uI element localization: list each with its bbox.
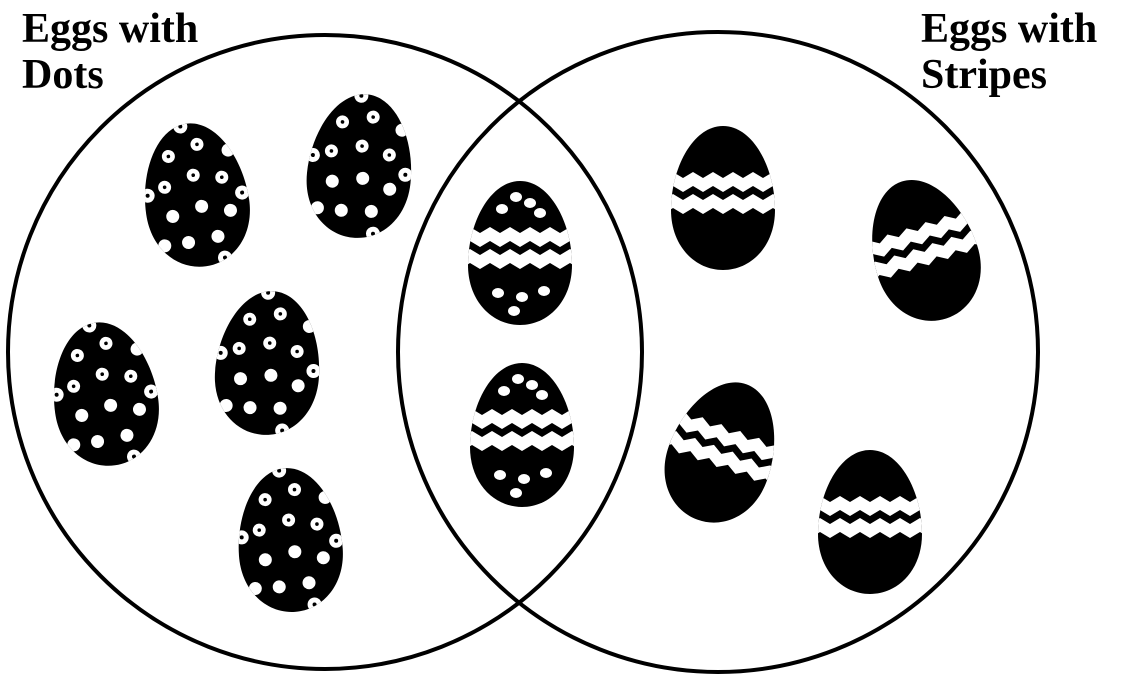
egg-dots-1 [131,111,259,275]
eggs-layer [40,84,1003,617]
egg-both-1 [460,181,580,325]
egg-dots-5 [230,459,348,616]
set-label-stripes: Eggs with Stripes [921,6,1097,98]
egg-dots-4 [207,281,328,440]
egg-stripes-2 [845,163,1004,337]
set-label-stripes-line1: Eggs with [921,6,1097,52]
set-label-dots: Eggs with Dots [22,6,198,98]
set-label-stripes-line2: Stripes [921,52,1097,98]
set-label-dots-line2: Dots [22,52,198,98]
egg-stripes-3 [641,364,803,540]
egg-dots-3 [40,310,168,474]
egg-both-2 [462,363,582,507]
egg-dots-2 [298,84,421,244]
set-label-dots-line1: Eggs with [22,6,198,52]
egg-stripes-4 [810,450,930,594]
egg-stripes-1 [663,126,783,270]
